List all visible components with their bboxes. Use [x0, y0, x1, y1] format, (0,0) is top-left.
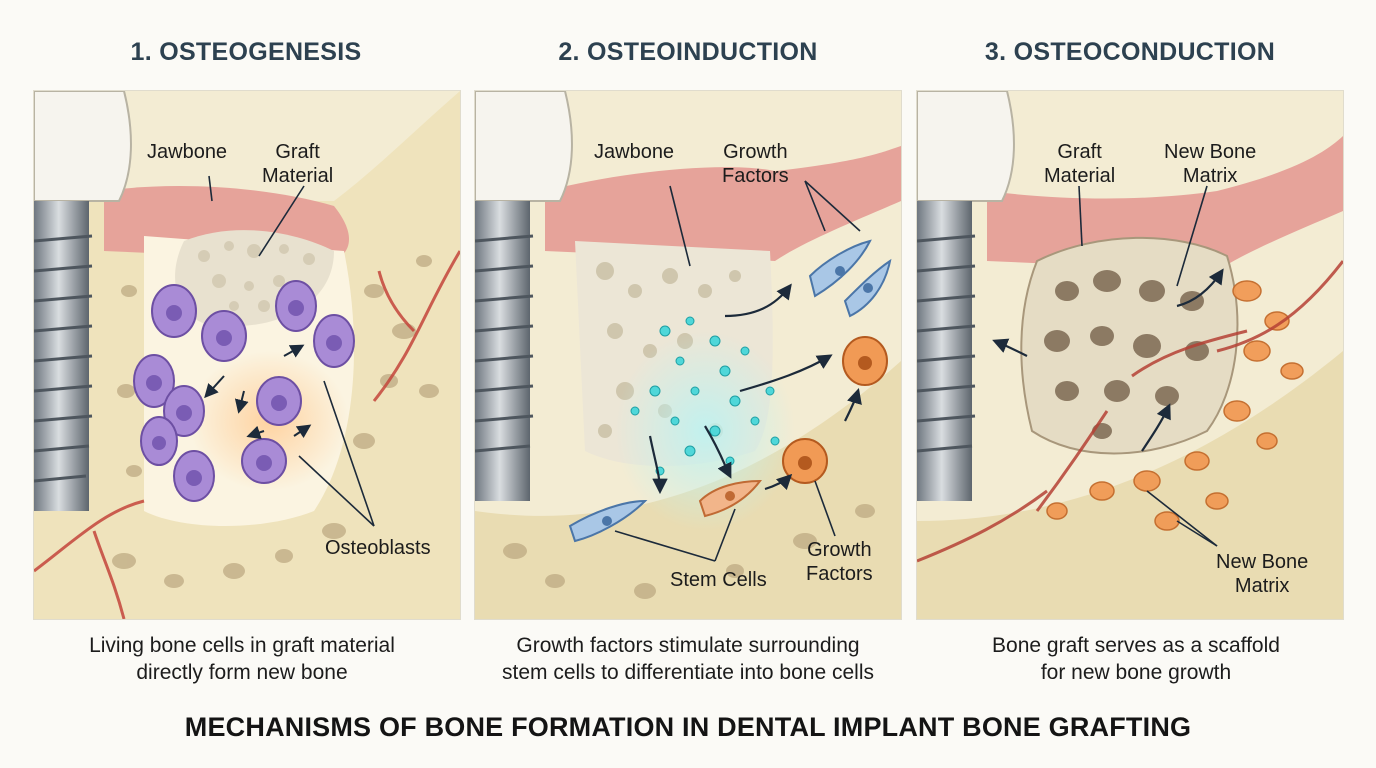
osteoconduction-illustration	[917, 91, 1343, 619]
stem-cells	[568, 239, 892, 543]
blood-vessels	[34, 250, 460, 619]
panel-1-caption: Living bone cells in graft material dire…	[89, 634, 395, 684]
tooth-crown	[34, 91, 132, 202]
jawbone-cortex	[475, 361, 901, 619]
jawbone-cortex	[917, 351, 1343, 619]
new-bone-matrix	[1046, 280, 1304, 531]
osteogenesis-arrows	[204, 344, 312, 440]
panel-1-leader-lines	[208, 175, 375, 527]
new-bone-matrix-label-bottom: New Bone Matrix	[1216, 551, 1309, 597]
implant-screw	[917, 201, 972, 501]
stem-cells-label: Stem Cells	[670, 569, 767, 591]
panel-2-leader-lines	[614, 180, 861, 562]
tooth-crown	[475, 91, 573, 202]
osteoblast-cells	[133, 280, 355, 502]
differentiation-arrows	[648, 283, 862, 495]
growth-factors-label-top: Growth Factors	[722, 141, 789, 187]
panel-3-leader-lines	[1078, 185, 1218, 547]
scaffold-arrows	[992, 268, 1224, 452]
dental-implant	[34, 91, 132, 511]
osteoblasts-label: Osteoblasts	[325, 537, 431, 559]
blood-vessels	[917, 260, 1343, 563]
graft-material-label: Graft Material	[262, 141, 334, 187]
differentiated-bone-cells	[782, 336, 888, 484]
osteogenesis-illustration	[34, 91, 460, 619]
panel-3-caption: Bone graft serves as a scaffold for new …	[992, 634, 1280, 684]
dental-implant	[917, 91, 1015, 501]
osteoconduction-panel	[916, 90, 1344, 620]
tooth-crown	[917, 91, 1015, 202]
gum-tissue	[545, 146, 901, 261]
panel-2-title: 2. OSTEOINDUCTION	[558, 38, 818, 66]
jawbone-label: Jawbone	[147, 141, 228, 163]
implant-screw	[475, 201, 530, 501]
growth-factors-label-bottom: Growth Factors	[806, 539, 873, 585]
bone-pores	[503, 504, 875, 599]
gum-tissue	[987, 136, 1343, 271]
osteoinduction-illustration	[475, 91, 901, 619]
panel-3-title: 3. OSTEOCONDUCTION	[984, 38, 1276, 66]
main-title: MECHANISMS OF BONE FORMATION IN DENTAL I…	[184, 712, 1192, 742]
jawbone-label: Jawbone	[594, 141, 675, 163]
panel-1-title: 1. OSTEOGENESIS	[130, 38, 362, 66]
new-bone-matrix-label-top: New Bone Matrix	[1164, 141, 1257, 187]
osteogenesis-panel	[33, 90, 461, 620]
dental-implant	[475, 91, 573, 501]
graft-material-label: Graft Material	[1044, 141, 1116, 187]
osteoinduction-panel	[474, 90, 902, 620]
panel-2-caption: Growth factors stimulate surrounding ste…	[502, 634, 874, 684]
graft-granules	[198, 241, 315, 312]
